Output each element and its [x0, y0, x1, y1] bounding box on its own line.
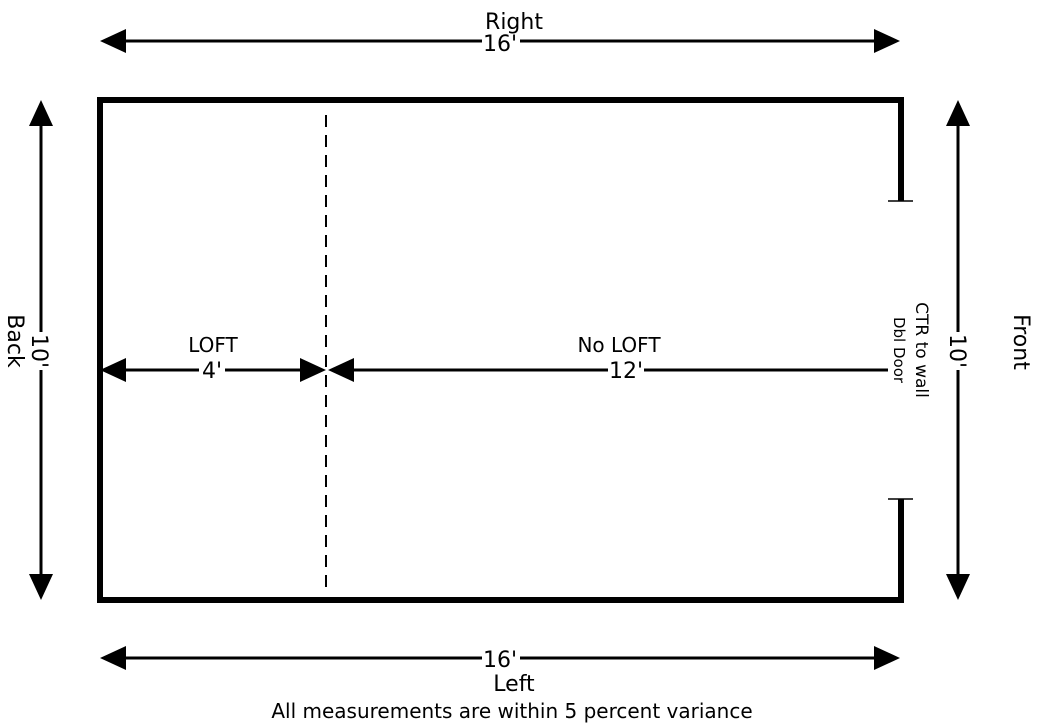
shed-walls	[97, 97, 904, 603]
door-opening	[888, 200, 913, 500]
dimension-label-bg	[608, 360, 644, 380]
dimension-label: 16'	[483, 32, 517, 57]
arrow-left-icon	[328, 358, 354, 382]
zone-label-no-loft: No LOFT	[577, 333, 661, 357]
dimension-label-bg	[482, 648, 520, 668]
zone-label-loft: LOFT	[188, 333, 238, 357]
dimension-label-bg	[482, 31, 520, 51]
dimension-label-bg	[199, 360, 225, 380]
measurement-footnote: All measurements are within 5 percent va…	[271, 699, 752, 723]
arrow-down-icon	[29, 574, 53, 600]
side-label-right: Right	[485, 10, 543, 35]
side-label-left: Left	[493, 672, 535, 697]
dimension-right-length: 16' Right	[100, 10, 900, 57]
arrow-down-icon	[946, 574, 970, 600]
side-label-back: Back	[2, 314, 27, 368]
dimension-loft: 4' LOFT	[100, 333, 326, 384]
arrow-right-icon	[300, 358, 326, 382]
arrow-left-icon	[100, 646, 126, 670]
arrow-right-icon	[874, 29, 900, 53]
door-center-note: CTR to wall	[911, 302, 931, 398]
dimension-front-width: 10' Front	[944, 100, 1033, 600]
arrow-left-icon	[100, 29, 126, 53]
dimension-label-bg	[31, 332, 51, 370]
dimension-no-loft: 12' No LOFT	[328, 333, 888, 384]
door-type-label: Dbl Door	[890, 317, 908, 384]
dimension-label: 10'	[944, 334, 969, 368]
side-label-front: Front	[1008, 314, 1033, 370]
arrow-up-icon	[29, 100, 53, 126]
dimension-label: 16'	[483, 648, 517, 673]
arrow-right-icon	[874, 646, 900, 670]
dimension-label: 4'	[202, 359, 222, 384]
dimension-label-bg	[948, 332, 968, 370]
door-annotation: CTR to wall Dbl Door	[890, 302, 931, 398]
dimension-label: 12'	[609, 359, 643, 384]
dimension-left-length: 16' Left	[100, 646, 900, 697]
arrow-left-icon	[100, 358, 126, 382]
dimension-label: 10'	[26, 334, 51, 368]
arrow-up-icon	[946, 100, 970, 126]
dimension-back-width: 10' Back	[2, 100, 53, 600]
